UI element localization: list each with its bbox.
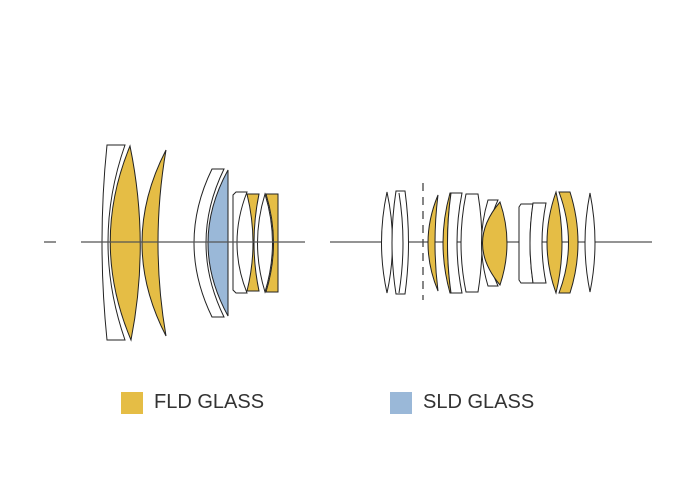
fld-lens-element — [558, 191, 579, 294]
sld-lens-element — [207, 169, 229, 317]
rear-lens-group — [330, 183, 652, 300]
fld-lens-element — [141, 149, 167, 337]
fld-swatch — [121, 391, 143, 414]
legend-fld: FLD GLASS — [121, 391, 264, 414]
fld-lens-element — [265, 193, 279, 293]
front-lens-group — [44, 144, 305, 342]
lens-element — [381, 191, 393, 294]
lens-element — [447, 192, 463, 294]
legend-sld: SLD GLASS — [390, 391, 534, 414]
legend-label-sld: SLD GLASS — [423, 391, 535, 413]
lens-element — [101, 144, 126, 341]
lens-element — [460, 193, 483, 293]
legend-label-fld: FLD GLASS — [154, 391, 265, 413]
lens-element — [529, 202, 547, 284]
lens-element — [193, 168, 225, 318]
lens-element — [398, 192, 404, 294]
fld-lens-element — [482, 201, 508, 287]
fld-lens-element — [109, 144, 141, 342]
sld-swatch — [390, 391, 412, 414]
lens-element — [257, 192, 273, 294]
fld-lens-element — [427, 194, 439, 292]
lens-element — [232, 191, 248, 294]
lens-element — [584, 192, 596, 293]
fld-lens-element — [546, 190, 563, 295]
